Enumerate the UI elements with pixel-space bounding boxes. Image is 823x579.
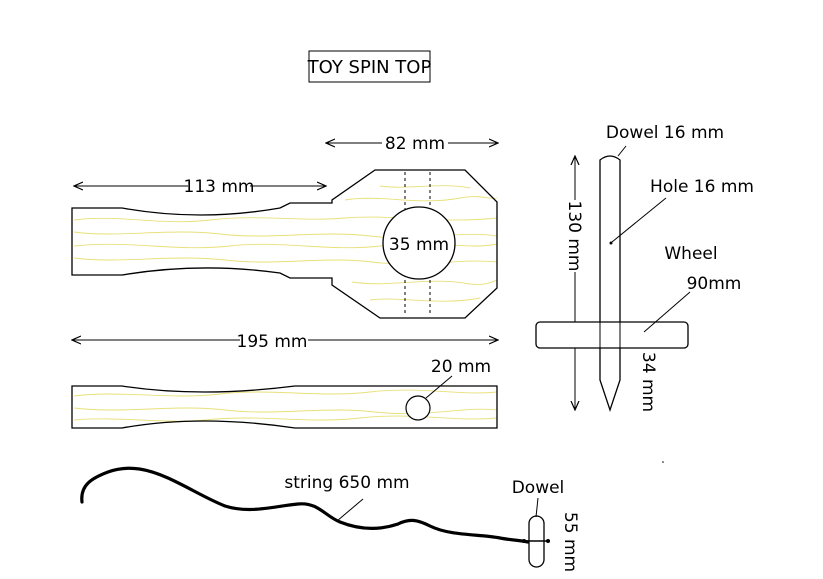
small-dowel: Dowel 55 mm [512,478,580,572]
hole-20-label: 20 mm [431,357,491,377]
spin-top [535,155,689,413]
dowel-shaft [599,155,621,413]
string-line [80,466,530,544]
hole-16-label: Hole 16 mm [650,177,754,197]
hole-35mm [382,206,456,280]
pull-string: string 650 mm [80,466,530,544]
title-box: TOY SPIN TOP [307,50,432,83]
wheel [535,321,689,349]
hole-35-label: 35 mm [389,235,449,255]
launcher-top-view: 35 mm [71,169,498,319]
dimension-113: 113 mm [74,177,326,197]
string-650-label: string 650 mm [284,473,409,493]
wood-grain-side [73,389,498,422]
height-130-label: 130 mm [564,201,584,272]
dowel-55-label: 55 mm [560,512,580,572]
wheel-90-label: 90mm [687,274,742,294]
dimension-130: 130 mm [564,156,584,410]
dimension-82: 82 mm [326,134,498,154]
page-title: TOY SPIN TOP [307,57,432,78]
dowel-label: Dowel [512,478,565,498]
wheel-label: Wheel [664,244,717,264]
dimension-195: 195 mm [72,332,498,352]
dowel-16-label: Dowel 16 mm [606,123,724,143]
handle-length-label: 113 mm [184,177,255,197]
total-length-label: 195 mm [237,332,308,352]
head-width-label: 82 mm [385,134,445,154]
tip-34-label: 34 mm [638,352,658,412]
hole-20mm [405,395,431,421]
launcher-side-view: 20 mm [71,357,498,429]
